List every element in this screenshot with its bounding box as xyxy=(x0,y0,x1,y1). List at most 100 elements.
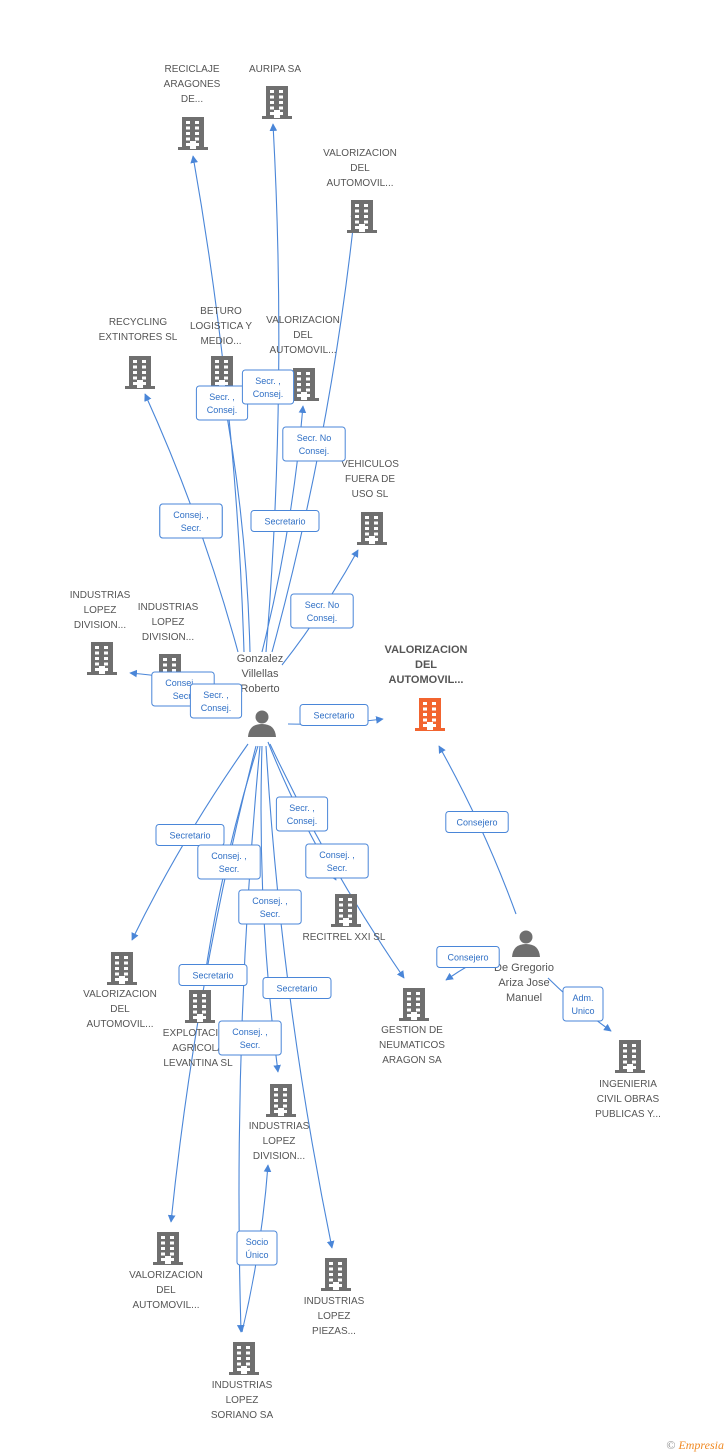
company-name-line: LOPEZ xyxy=(318,1311,351,1322)
company-name-line: RECYCLING xyxy=(109,317,168,328)
company-name-line: DEL xyxy=(350,163,370,174)
relation-badge-label: Secr. No xyxy=(297,433,332,443)
relation-badge[interactable]: Adm.Unico xyxy=(562,986,604,1022)
company-name-line: LOPEZ xyxy=(263,1136,296,1147)
building-icon xyxy=(125,356,155,389)
company-name-line: RECICLAJE xyxy=(164,64,219,75)
relation-badge[interactable]: Secretario xyxy=(178,964,248,986)
company-name-line: AURIPA SA xyxy=(249,64,301,75)
relation-badge[interactable]: Consejero xyxy=(436,946,500,968)
relation-badge-box xyxy=(155,824,225,846)
relation-badge-box xyxy=(241,369,295,405)
company-node[interactable]: VALORIZACIONDELAUTOMOVIL... xyxy=(83,952,157,1030)
relation-badge[interactable]: Secr. No Consej. xyxy=(282,426,346,462)
relation-badge[interactable]: Secr. ,Consej. xyxy=(195,385,249,421)
relation-badge[interactable]: Secr. ,Consej. xyxy=(275,796,329,832)
relation-badge[interactable]: Consej. ,Secr. xyxy=(238,889,302,925)
relation-badge[interactable]: Consej. ,Secr. xyxy=(218,1020,282,1056)
company-node[interactable]: INDUSTRIASLOPEZDIVISION... xyxy=(70,590,131,675)
company-node[interactable]: VALORIZACIONDELAUTOMOVIL... xyxy=(129,1232,203,1311)
company-name-line: ARAGON SA xyxy=(382,1055,442,1066)
relation-badge-label: Consejero xyxy=(456,818,497,828)
relation-badge[interactable]: Consej. ,Secr. xyxy=(305,843,369,879)
company-name-line: RECITREL XXI SL xyxy=(303,932,386,943)
relation-badge[interactable]: Secr. , Consej. xyxy=(241,369,295,405)
footer-brand[interactable]: © Empresia xyxy=(666,1438,724,1453)
relation-badge-label: Secr. xyxy=(181,523,202,533)
company-node[interactable]: AURIPA SA xyxy=(249,64,301,119)
person-name-line: Villellas xyxy=(241,668,279,680)
company-name-line: INDUSTRIAS xyxy=(304,1296,365,1307)
relation-badge[interactable]: Secretario xyxy=(250,510,320,532)
company-name-line: INDUSTRIAS xyxy=(249,1121,310,1132)
company-name-line: USO SL xyxy=(352,489,389,500)
company-name-line: AUTOMOVIL... xyxy=(86,1019,153,1030)
company-name-line: LEVANTINA SL xyxy=(163,1058,233,1069)
company-name-line: INGENIERIA xyxy=(599,1079,657,1090)
building-icon xyxy=(153,1232,183,1265)
company-name-line: LOPEZ xyxy=(226,1395,259,1406)
building-icon xyxy=(178,117,208,150)
relation-badge-box xyxy=(236,1230,278,1266)
focus-company-node[interactable]: VALORIZACIONDELAUTOMOVIL... xyxy=(385,644,468,731)
relation-badge-box xyxy=(282,426,346,462)
company-name-line: AUTOMOVIL... xyxy=(269,345,336,356)
person-name-line: Ariza Jose xyxy=(498,977,549,989)
company-name-line: DIVISION... xyxy=(253,1151,305,1162)
company-node[interactable]: RECITREL XXI SL xyxy=(303,894,386,943)
company-name-line: EXPLOTACION xyxy=(163,1028,233,1039)
relation-badge-box xyxy=(299,704,369,726)
relation-badge[interactable]: Consej. ,Secr. xyxy=(197,844,261,880)
relation-badge[interactable]: Secretario xyxy=(262,977,332,999)
relation-badge[interactable]: Secr. ,Consej. xyxy=(189,683,243,719)
company-node[interactable]: INDUSTRIAS LOPEZ DIVISION... xyxy=(249,1084,310,1162)
company-node[interactable]: RECICLAJEARAGONESDE... xyxy=(164,64,221,150)
relation-badge-label: Secretario xyxy=(192,971,233,981)
relation-badge[interactable]: Consej. ,Secr. xyxy=(159,503,223,539)
company-name-line: DEL xyxy=(156,1285,176,1296)
relation-badge-label: Secr. , xyxy=(289,803,315,813)
company-node[interactable]: VALORIZACIONDELAUTOMOVIL... xyxy=(323,148,397,233)
relation-badge-label: Consej. xyxy=(253,389,284,399)
relation-badge-label: Secretario xyxy=(169,831,210,841)
company-node[interactable]: VALORIZACIONDELAUTOMOVIL... xyxy=(266,315,340,401)
building-icon xyxy=(289,368,319,401)
relation-badge-box xyxy=(189,683,243,719)
company-node[interactable]: INDUSTRIAS LOPEZ PIEZAS... xyxy=(304,1258,365,1337)
company-name-line: LOPEZ xyxy=(152,617,185,628)
relation-badge-box xyxy=(562,986,604,1022)
relation-badge[interactable]: Consejero xyxy=(445,811,509,833)
person-icon xyxy=(248,710,276,737)
company-name-line: INDUSTRIAS xyxy=(138,602,199,613)
relation-badge[interactable]: Secretario xyxy=(299,704,369,726)
relation-badge-box xyxy=(305,843,369,879)
company-name-line: PIEZAS... xyxy=(312,1326,356,1337)
relation-badge-label: Consej. xyxy=(201,703,232,713)
relation-badge-label: Consej. xyxy=(299,446,330,456)
relation-badge-label: Secretario xyxy=(276,984,317,994)
relation-badge-box xyxy=(178,964,248,986)
person-name-line: Roberto xyxy=(240,683,279,695)
relation-badge-label: Secr. , xyxy=(255,376,281,386)
building-icon xyxy=(266,1084,296,1117)
company-name-line: VEHICULOS xyxy=(341,459,399,470)
brand-logo-text: Empresia xyxy=(678,1438,724,1452)
company-name-line: VALORIZACION xyxy=(323,148,397,159)
relation-badge-label: Secr. , xyxy=(209,392,235,402)
relation-badge[interactable]: Secretario xyxy=(155,824,225,846)
copyright-symbol: © xyxy=(666,1438,676,1452)
company-name-line: LOPEZ xyxy=(84,605,117,616)
building-icon xyxy=(262,86,292,119)
